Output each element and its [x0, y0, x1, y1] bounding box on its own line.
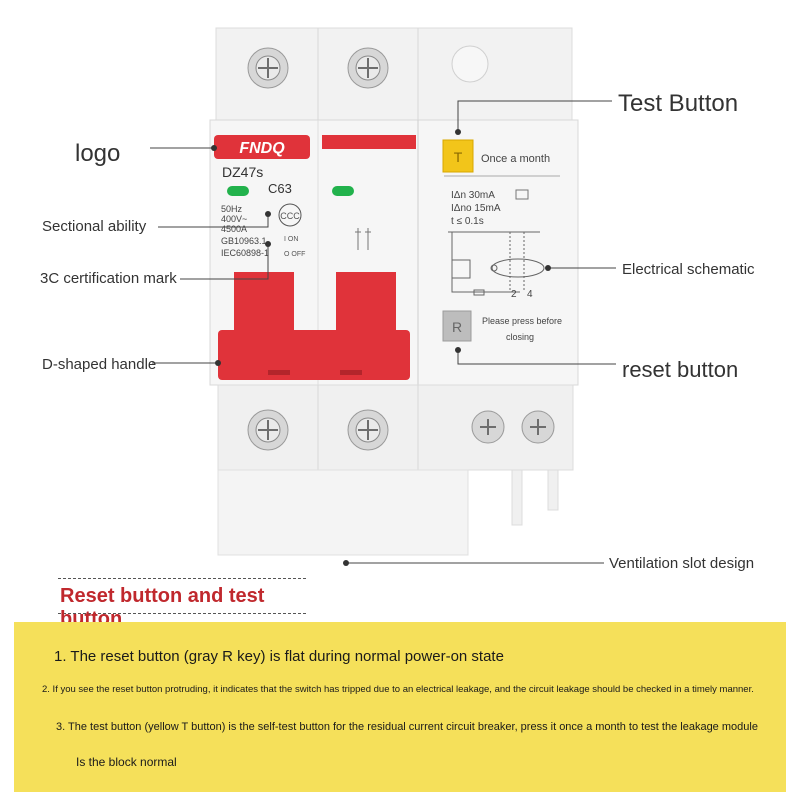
electrical-schematic-icon: [448, 231, 545, 296]
callout-3c-mark: 3C certification mark: [40, 270, 177, 287]
screw-icon: [347, 47, 389, 89]
d-shaped-handle: [218, 330, 410, 380]
callout-leader-lines: [150, 100, 616, 564]
callout-handle: D-shaped handle: [42, 356, 157, 373]
terminal-label: 4: [527, 289, 533, 300]
test-note: Once a month: [481, 153, 550, 165]
callout-test-button: Test Button: [618, 90, 739, 117]
screw-icon: [471, 410, 505, 444]
note-item: 1. The reset button (gray R key) is flat…: [54, 648, 504, 665]
on-label: I ON: [284, 236, 298, 243]
reset-note: Please press before: [482, 316, 562, 326]
blank-terminal-hole-icon: [451, 45, 489, 83]
screw-icon: [247, 47, 289, 89]
callout-reset-button: reset button: [622, 357, 739, 382]
spec-line: 400V~: [221, 214, 247, 224]
notes-panel: 1. The reset button (gray R key) is flat…: [14, 622, 786, 792]
breaker-illustration: FNDQ DZ47s C63 50Hz 400V~ 4500A GB10963.…: [150, 27, 616, 566]
handle-toggle: [234, 272, 294, 332]
indicator-icon: [332, 186, 354, 196]
3c-certification-icon: CCC: [278, 203, 302, 227]
section-heading: Reset button and test button: [58, 578, 306, 630]
ac-symbol-icon: [515, 189, 529, 200]
note-item: 2. If you see the reset button protrudin…: [42, 684, 754, 695]
off-label: O OFF: [284, 251, 305, 258]
screw-icon: [247, 409, 289, 451]
residual-spec: IΔno 15mA: [451, 203, 501, 214]
note-item: 3. The test button (yellow T button) is …: [56, 721, 758, 733]
reset-key-label: R: [452, 319, 462, 335]
spec-line: 50Hz: [221, 204, 243, 214]
screw-icon: [347, 409, 389, 451]
test-button: [442, 139, 474, 173]
svg-text:CCC: CCC: [280, 211, 300, 221]
spec-line: GB10963.1: [221, 236, 267, 246]
callout-schematic: Electrical schematic: [622, 261, 755, 278]
test-key-label: T: [454, 149, 463, 165]
callout-ventilation: Ventilation slot design: [609, 555, 755, 572]
screw-icon: [521, 410, 555, 444]
indicator-icon: [227, 186, 249, 196]
spec-line: IEC60898-1: [221, 248, 269, 258]
ventilation-base: [217, 469, 469, 556]
reset-button: [442, 310, 472, 342]
pole-symbol-icon: [355, 228, 371, 250]
residual-spec: IΔn 30mA: [451, 190, 495, 201]
model-text: DZ47s: [222, 164, 263, 180]
note-item: Is the block normal: [76, 755, 177, 769]
terminal-label: 2: [511, 289, 517, 300]
callout-sectional-ability: Sectional ability: [42, 218, 147, 235]
rating-text: C63: [268, 181, 292, 196]
red-label-strip: [322, 135, 416, 149]
logo-badge: [214, 135, 310, 159]
brand-logo: FNDQ: [239, 140, 285, 157]
residual-spec: t ≤ 0.1s: [451, 216, 484, 227]
callout-logo: logo: [75, 140, 121, 167]
spec-line: 4500A: [221, 224, 247, 234]
reset-note: closing: [506, 332, 534, 342]
handle-toggle: [336, 272, 396, 332]
